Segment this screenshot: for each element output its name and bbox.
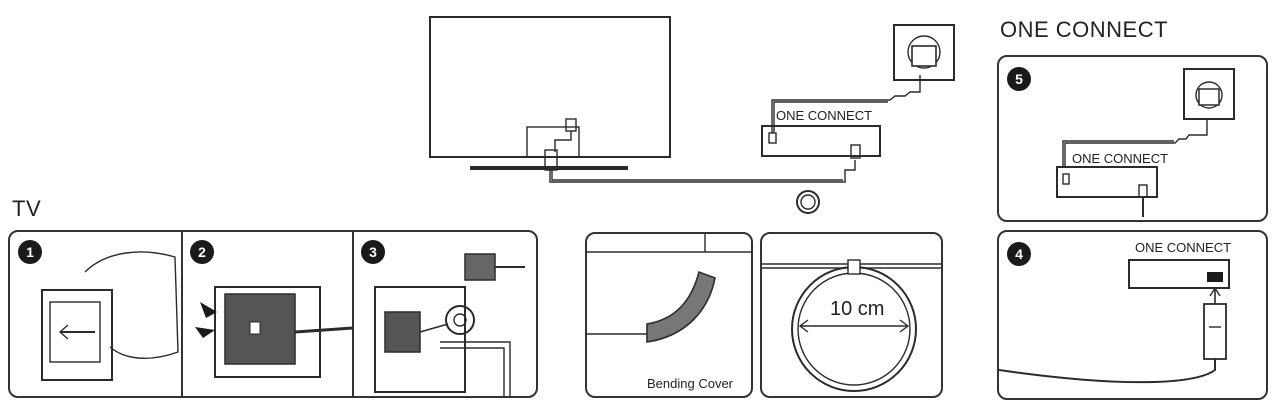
tv-outline-icon (429, 16, 671, 158)
loop-diameter-label: 10 cm (830, 298, 885, 320)
hand-icon (84, 251, 179, 360)
wall-outlet-icon (893, 24, 955, 81)
bending-cover-panel: Bending Cover (585, 232, 753, 398)
connector-plug-icon (464, 253, 496, 281)
step-1-badge: 1 (18, 240, 42, 264)
step-4-panel: 4 ONE CONNECT (997, 230, 1268, 400)
tv-steps-drawing (41, 232, 525, 396)
step-5-box-label: ONE CONNECT (1072, 151, 1169, 166)
overview-drawing (429, 16, 955, 214)
tv-steps-panel: 1 2 3 (8, 230, 538, 398)
step-4-badge: 4 (1007, 242, 1031, 266)
cable-loop-icon (791, 266, 917, 392)
cable-loop-drawing (762, 259, 941, 392)
step-5-badge: 5 (1007, 67, 1031, 91)
step-4-drawing (999, 259, 1230, 384)
step-4-box-label: ONE CONNECT (1135, 240, 1232, 255)
step-5-panel: 5 ONE CONNECT (997, 55, 1268, 222)
bending-cover-drawing (587, 234, 751, 343)
bending-cover-icon (646, 270, 716, 343)
step-5-drawing (1056, 68, 1235, 217)
step-2-badge: 2 (190, 240, 214, 264)
cable-loop-panel: 10 cm (760, 232, 943, 398)
one-connect-section-title: ONE CONNECT (1000, 17, 1169, 42)
overview-illustration: ONE CONNECT (429, 16, 955, 214)
bending-cover-label: Bending Cover (647, 376, 733, 391)
step-3-badge: 3 (361, 240, 385, 264)
tv-section-title: TV (12, 196, 42, 221)
overview-one-connect-label: ONE CONNECT (776, 108, 873, 123)
